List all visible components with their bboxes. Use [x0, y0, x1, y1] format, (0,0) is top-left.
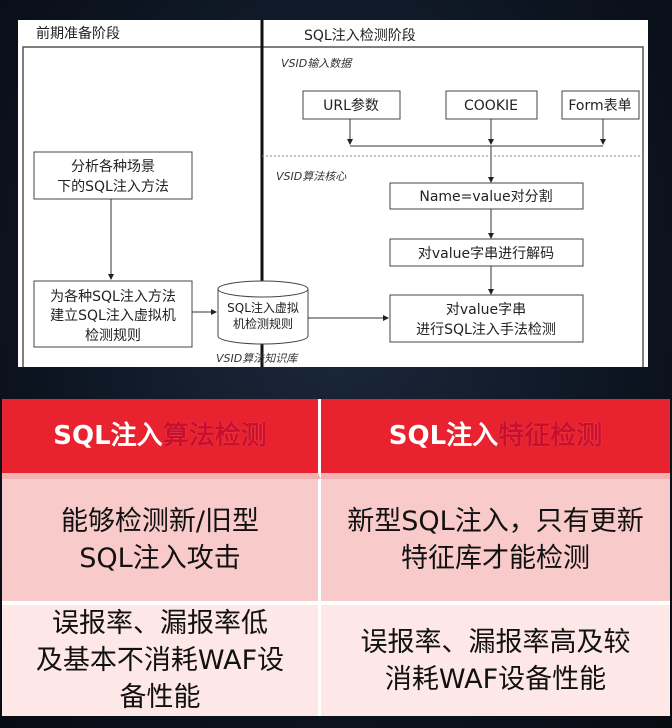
svg-text:分析各种场景: 分析各种场景 — [71, 159, 155, 175]
table-header-row: SQL注入算法检测 SQL注入特征检测 — [2, 399, 670, 479]
build-step-box: 为各种SQL注入方法 建立SQL注入虚拟机 检测规则 — [33, 280, 193, 348]
input-form: Form表单 — [561, 90, 640, 120]
svg-text:SQL注入虚拟: SQL注入虚拟 — [227, 300, 299, 315]
right-stage-title: SQL注入检测阶段 — [304, 28, 416, 44]
rules-database-cylinder: SQL注入虚拟 机检测规则 — [217, 280, 309, 345]
svg-text:下的SQL注入方法: 下的SQL注入方法 — [57, 179, 169, 195]
split-step-box: Name=value对分割 — [389, 182, 584, 210]
table-cell: 新型SQL注入，只有更新特征库才能检测 — [321, 479, 670, 605]
input-section-label: VSID输入数据 — [281, 57, 353, 70]
input-merge-arrows — [347, 119, 606, 295]
table-cell: 误报率、漏报率低及基本不消耗WAF设备性能 — [2, 605, 321, 716]
svg-text:URL参数: URL参数 — [323, 97, 379, 114]
table-row: 误报率、漏报率低及基本不消耗WAF设备性能 误报率、漏报率高及较消耗WAF设备性… — [2, 605, 670, 716]
analyze-step-box: 分析各种场景 下的SQL注入方法 — [33, 151, 193, 200]
svg-text:建立SQL注入虚拟机: 建立SQL注入虚拟机 — [50, 308, 176, 324]
knowledge-base-label: VSID算法知识库 — [216, 352, 299, 365]
input-cookie: COOKIE — [445, 90, 538, 120]
svg-text:为各种SQL注入方法: 为各种SQL注入方法 — [50, 289, 176, 305]
svg-text:机检测规则: 机检测规则 — [233, 316, 293, 331]
decode-step-box: 对value字串进行解码 — [389, 238, 584, 267]
svg-text:Name=value对分割: Name=value对分割 — [419, 188, 552, 205]
header-signature-detection: SQL注入特征检测 — [321, 399, 670, 479]
panel-border — [22, 46, 644, 367]
svg-text:检测规则: 检测规则 — [85, 328, 141, 344]
svg-text:Form表单: Form表单 — [568, 98, 631, 114]
input-url-params: URL参数 — [302, 90, 401, 120]
header-algorithm-detection: SQL注入算法检测 — [2, 399, 321, 479]
svg-text:对value字串进行解码: 对value字串进行解码 — [418, 246, 554, 262]
detect-step-box: 对value字串 进行SQL注入手法检测 — [389, 294, 584, 343]
svg-text:COOKIE: COOKIE — [464, 98, 518, 114]
svg-text:进行SQL注入手法检测: 进行SQL注入手法检测 — [416, 322, 556, 338]
left-stage-title: 前期准备阶段 — [36, 25, 120, 42]
table-cell: 误报率、漏报率高及较消耗WAF设备性能 — [321, 605, 670, 716]
sql-detection-flow-diagram: 前期准备阶段 SQL注入检测阶段 VSID输入数据 VSID算法核心 VSID算… — [18, 20, 648, 367]
svg-text:对value字串: 对value字串 — [446, 302, 526, 318]
core-section-label: VSID算法核心 — [276, 170, 347, 183]
